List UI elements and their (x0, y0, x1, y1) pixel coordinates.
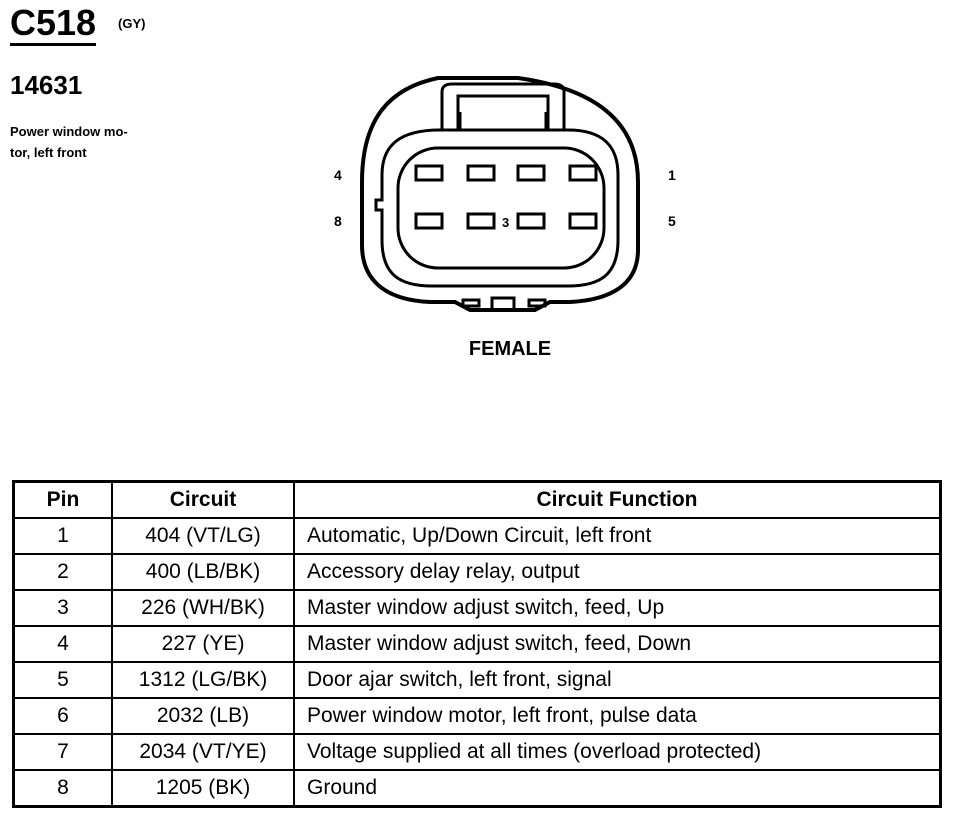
pin-socket (414, 212, 444, 230)
connector-id-underline (10, 43, 96, 46)
connector-housing-outer (360, 76, 640, 312)
part-number: 14631 (10, 70, 83, 100)
cell-circuit: 227 (YE) (111, 625, 295, 663)
cell-function: Voltage supplied at all times (overload … (293, 733, 942, 771)
cell-circuit: 1205 (BK) (111, 769, 295, 808)
cell-circuit: 226 (WH/BK) (111, 589, 295, 627)
description-line-2: tor, left front (10, 145, 87, 160)
connector-color-code: (GY) (118, 16, 146, 31)
cell-pin: 1 (12, 517, 113, 555)
header-circuit-function: Circuit Function (293, 480, 942, 519)
pin-socket (568, 164, 598, 182)
cell-pin: 8 (12, 769, 113, 808)
table-row: 4 227 (YE) Master window adjust switch, … (12, 625, 942, 663)
connector-face-diagram: 4 8 1 5 3 FEMALE (334, 76, 676, 360)
cell-circuit: 2034 (VT/YE) (111, 733, 295, 771)
pin-label-8: 8 (334, 213, 342, 229)
pin-label-1: 1 (668, 167, 676, 183)
cell-pin: 2 (12, 553, 113, 591)
description-line-1: Power window mo- (10, 124, 128, 139)
connector-gender: FEMALE (469, 338, 551, 360)
cell-circuit: 1312 (LG/BK) (111, 661, 295, 699)
table-row: 1 404 (VT/LG) Automatic, Up/Down Circuit… (12, 517, 942, 555)
pin-socket (516, 212, 546, 230)
cell-pin: 3 (12, 589, 113, 627)
pin-socket (466, 212, 496, 230)
cell-pin: 7 (12, 733, 113, 771)
connector-id: C518 (10, 2, 97, 43)
cell-pin: 5 (12, 661, 113, 699)
cell-function: Power window motor, left front, pulse da… (293, 697, 942, 735)
pin-label-3: 3 (502, 215, 509, 230)
pin-label-4: 4 (334, 167, 342, 183)
pin-table: Pin Circuit Circuit Function 1 404 (VT/L… (12, 480, 942, 808)
pin-socket (414, 164, 444, 182)
cell-function: Ground (293, 769, 942, 808)
connector-housing-inner (374, 128, 620, 288)
locking-latch-window (456, 94, 550, 132)
cell-circuit: 2032 (LB) (111, 697, 295, 735)
table-header-row: Pin Circuit Circuit Function (12, 480, 942, 519)
keying-tab (527, 298, 547, 308)
header-circuit: Circuit (111, 480, 295, 519)
cell-function: Master window adjust switch, feed, Up (293, 589, 942, 627)
cell-function: Automatic, Up/Down Circuit, left front (293, 517, 942, 555)
keying-tab (490, 296, 516, 312)
pin-socket (568, 212, 598, 230)
pin-socket (516, 164, 546, 182)
table-row: 3 226 (WH/BK) Master window adjust switc… (12, 589, 942, 627)
header-pin: Pin (12, 480, 113, 519)
cell-pin: 6 (12, 697, 113, 735)
cell-circuit: 400 (LB/BK) (111, 553, 295, 591)
table-row: 6 2032 (LB) Power window motor, left fro… (12, 697, 942, 735)
connector-description: Power window mo- tor, left front (10, 121, 170, 163)
table-row: 8 1205 (BK) Ground (12, 769, 942, 808)
locking-latch (440, 82, 566, 130)
pin-label-5: 5 (668, 213, 676, 229)
cell-pin: 4 (12, 625, 113, 663)
keying-tab (461, 298, 481, 308)
pin-cavity (396, 146, 606, 270)
cell-function: Master window adjust switch, feed, Down (293, 625, 942, 663)
table-row: 5 1312 (LG/BK) Door ajar switch, left fr… (12, 661, 942, 699)
pin-socket (466, 164, 496, 182)
cell-circuit: 404 (VT/LG) (111, 517, 295, 555)
table-row: 7 2034 (VT/YE) Voltage supplied at all t… (12, 733, 942, 771)
cell-function: Door ajar switch, left front, signal (293, 661, 942, 699)
table-row: 2 400 (LB/BK) Accessory delay relay, out… (12, 553, 942, 591)
cell-function: Accessory delay relay, output (293, 553, 942, 591)
